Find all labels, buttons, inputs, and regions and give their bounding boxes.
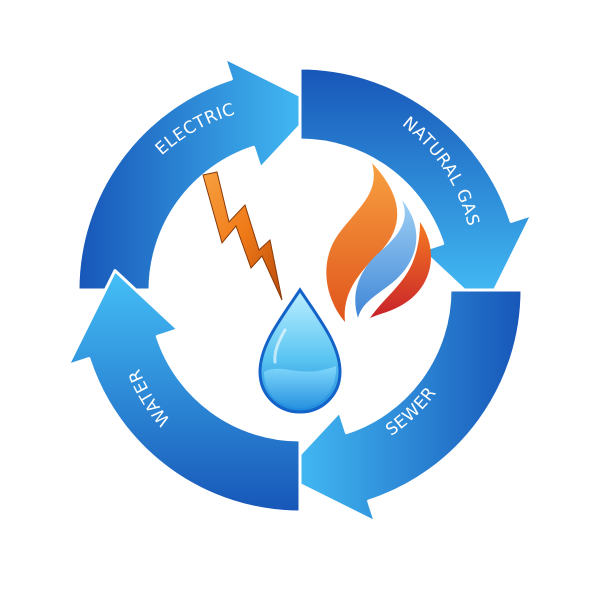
- arrow-electric: [76, 56, 321, 292]
- water-drop-icon: [258, 287, 342, 414]
- lightning-bolt-icon: [202, 171, 283, 301]
- cycle-arrows: [66, 56, 534, 524]
- arrow-sewer: [279, 288, 524, 524]
- arrow-water: [66, 269, 302, 514]
- flame-icon: [326, 163, 432, 322]
- arrow-natural-gas: [298, 66, 534, 311]
